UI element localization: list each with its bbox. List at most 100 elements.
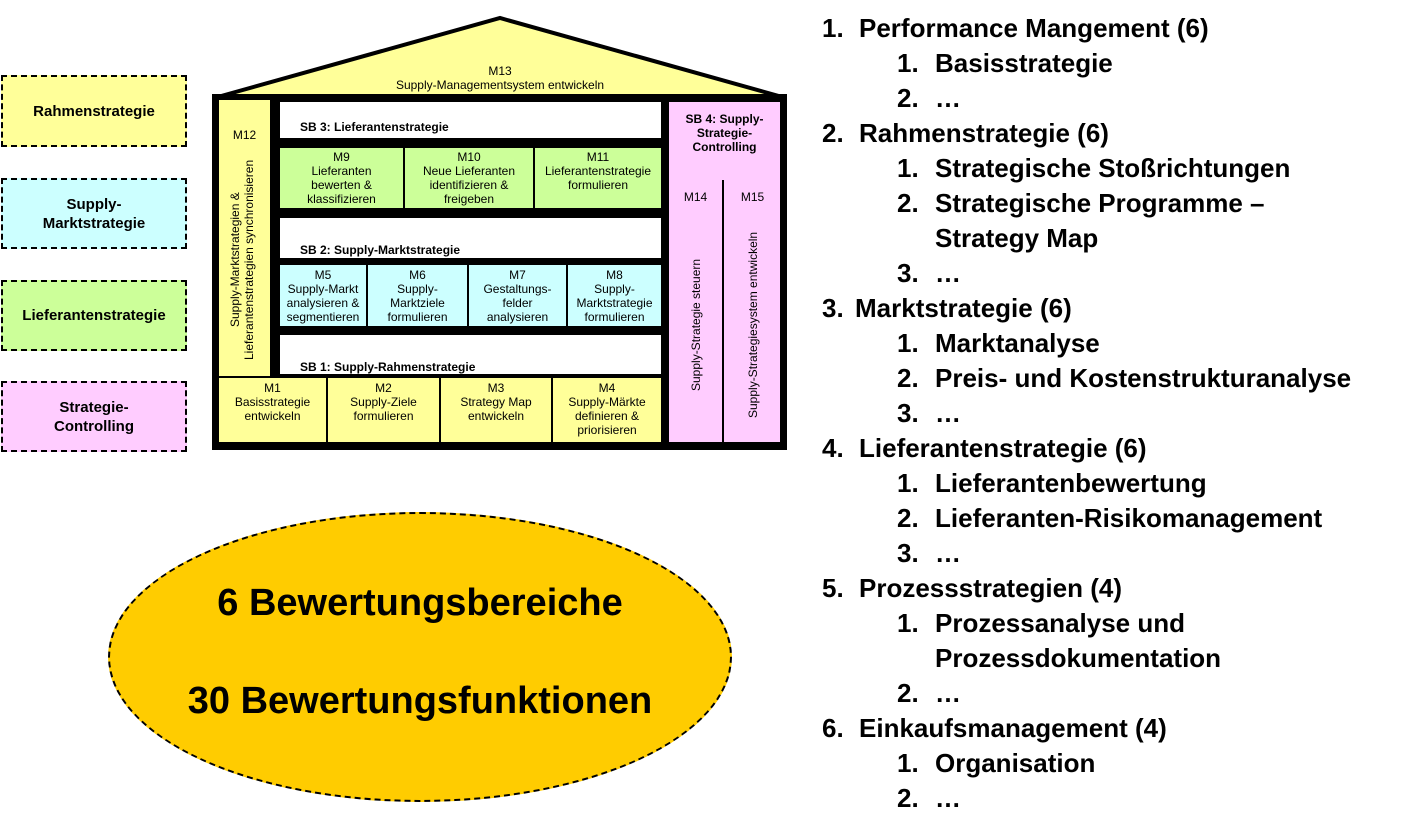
sub-text: Preis- und Kostenstrukturanalyse [935, 363, 1352, 393]
ellipse-line-1: 6 Bewertungsbereiche [217, 582, 623, 624]
legend-lieferantenstrategie: Lieferantenstrategie [1, 280, 187, 351]
sub-item: 1.Prozessanalyse und Prozessdokumentatio… [822, 606, 1418, 676]
sub-item: 1.Basisstrategie [822, 46, 1418, 81]
sb4-title: SB 4: Supply-Strategie-Controlling [669, 112, 780, 154]
module-text: Supply-Ziele formulieren [350, 395, 417, 423]
module-m1: M1 Basisstrategie entwickeln [219, 378, 326, 442]
sub-number: 2. [897, 363, 919, 393]
sub-number: 1. [897, 153, 919, 183]
module-m15-code: M15 [740, 190, 765, 204]
sub-item: 1. Organisation [822, 746, 1418, 781]
module-text: Lieferantenstrategie formulieren [544, 164, 652, 192]
module-text: Supply-Marktziele formulieren [387, 281, 448, 324]
module-m14: Supply-Strategie steuern [669, 212, 722, 438]
sub-item: 2. … [822, 676, 1418, 711]
module-m10: M10 Neue Lieferanten identifizieren & fr… [405, 148, 533, 208]
module-code: M12 [232, 128, 257, 142]
evaluation-list: 1. Performance Mangement (6) 1.Basisstrat… [822, 11, 1418, 816]
sb4-column: SB 4: Supply-Strategie-Controlling M14 M… [669, 102, 780, 442]
legend-rahmenstrategie: Rahmenstrategie [1, 75, 187, 147]
legend-label: Rahmenstrategie [33, 102, 155, 120]
sub-item: 2.… [822, 781, 1418, 816]
module-code: M6 [409, 267, 426, 282]
list-item: 5.Prozessstrategien (4) [822, 571, 1418, 606]
list-number: 5. [822, 573, 844, 603]
module-m5: M5 Supply-Markt analysieren & segmentier… [280, 265, 366, 326]
module-code: M10 [457, 150, 481, 164]
sub-text: … [935, 258, 961, 288]
list-text: Performance Mangement (6) [859, 13, 1209, 43]
legend-supply-marktstrategie: Supply- Marktstrategie [1, 178, 187, 249]
sub-item: 1.Strategische Stoßrichtungen [822, 151, 1418, 186]
sub-item: 2. Strategische Programme – Strategy Map [822, 186, 1418, 256]
module-m15: Supply-Strategiesystem entwickeln [725, 212, 780, 438]
sb4-divider [722, 180, 724, 442]
sb3-title: SB 3: Lieferantenstrategie [280, 102, 661, 138]
module-m12: M12 Supply-Marktstrategien & Lieferanten… [219, 100, 270, 376]
sub-text: Organisation [935, 748, 1096, 778]
sb4-title-text: SB 4: Supply-Strategie-Controlling [685, 112, 764, 154]
sb2-title: SB 2: Supply-Marktstrategie [280, 218, 661, 258]
sub-text: Marktanalyse [935, 328, 1100, 358]
module-text: Supply-Marktstrategien & Lieferantenstra… [227, 159, 256, 361]
sub-number: 1. [897, 468, 919, 498]
list-text: Rahmenstrategie (6) [859, 118, 1109, 148]
module-text: Basisstrategie entwickeln [234, 395, 311, 423]
list-number: 1. [822, 13, 844, 43]
sub-item: 2. Lieferanten-Risikomanagement [822, 501, 1418, 536]
sub-number: 2. [897, 678, 919, 708]
list-item: 4. Lieferantenstrategie (6) [822, 431, 1418, 466]
module-code: M11 [586, 150, 610, 164]
sub-number: 1. [897, 748, 919, 778]
module-m8: M8 Supply-Marktstrategie formulieren [568, 265, 661, 326]
legend-strategie-controlling: Strategie- Controlling [1, 381, 187, 452]
module-code: M5 [314, 267, 332, 282]
module-text: Supply-Strategiesystem entwickeln [745, 231, 760, 419]
module-m13: M13 Supply-Managementsystem entwickeln [360, 62, 640, 94]
sub-text: Lieferanten-Risikomanagement [935, 503, 1323, 533]
sub-item: 1. Marktanalyse [822, 326, 1418, 361]
list-number: 3. [822, 293, 844, 323]
module-m6: M6 Supply-Marktziele formulieren [368, 265, 467, 326]
legend-label: Lieferantenstrategie [22, 307, 166, 324]
summary-ellipse [108, 512, 732, 802]
sub-text: … [935, 83, 961, 113]
list-text: Marktstrategie (6) [855, 293, 1072, 323]
module-m4: M4 Supply-Märkte definieren & priorisier… [553, 378, 661, 442]
sub-item: 3.… [822, 396, 1418, 431]
module-code: M8 [606, 267, 623, 282]
sub-item: 1.Lieferantenbewertung [822, 466, 1418, 501]
list-text: Lieferantenstrategie (6) [859, 433, 1147, 463]
sub-item: 2. Preis- und Kostenstrukturanalyse [822, 361, 1418, 396]
module-text: Strategy Map entwickeln [460, 395, 532, 423]
module-text: Lieferanten bewerten & klassifizieren [307, 164, 376, 206]
module-m9: M9 Lieferanten bewerten & klassifizieren [280, 148, 403, 208]
sub-number: 2. [897, 503, 919, 533]
module-code: M7 [509, 267, 526, 282]
sub-text: Strategische Programme – Strategy Map [935, 188, 1265, 253]
sub-text: Prozessanalyse und Prozessdokumentation [935, 608, 1222, 673]
module-m11: M11 Lieferantenstrategie formulieren [535, 148, 661, 208]
sub-number: 3. [897, 538, 919, 568]
module-m14-code: M14 [683, 190, 708, 204]
sub-text: … [935, 398, 961, 428]
module-code: M4 [598, 381, 616, 395]
list-item: 1. Performance Mangement (6) [822, 11, 1418, 46]
list-number: 2. [822, 118, 844, 148]
sub-number: 2. [897, 188, 919, 218]
sub-number: 3. [897, 258, 919, 288]
list-number: 4. [822, 433, 844, 463]
sub-text: … [935, 678, 961, 708]
list-item: 3. Marktstrategie (6) [822, 291, 1418, 326]
sub-item: 2.… [822, 81, 1418, 116]
list-text: Einkaufsmanagement (4) [859, 713, 1167, 743]
list-item: 6.Einkaufsmanagement (4) [822, 711, 1418, 746]
sub-text: … [935, 538, 961, 568]
sub-number: 1. [897, 48, 919, 78]
module-m2: M2 Supply-Ziele formulieren [328, 378, 439, 442]
module-text: Supply-Managementsystem entwickeln [395, 78, 605, 92]
sub-number: 1. [897, 328, 919, 358]
module-text: Neue Lieferanten identifizieren & freige… [422, 164, 516, 206]
module-text: Supply-Strategie steuern [688, 258, 703, 392]
sub-item: 3. … [822, 536, 1418, 571]
